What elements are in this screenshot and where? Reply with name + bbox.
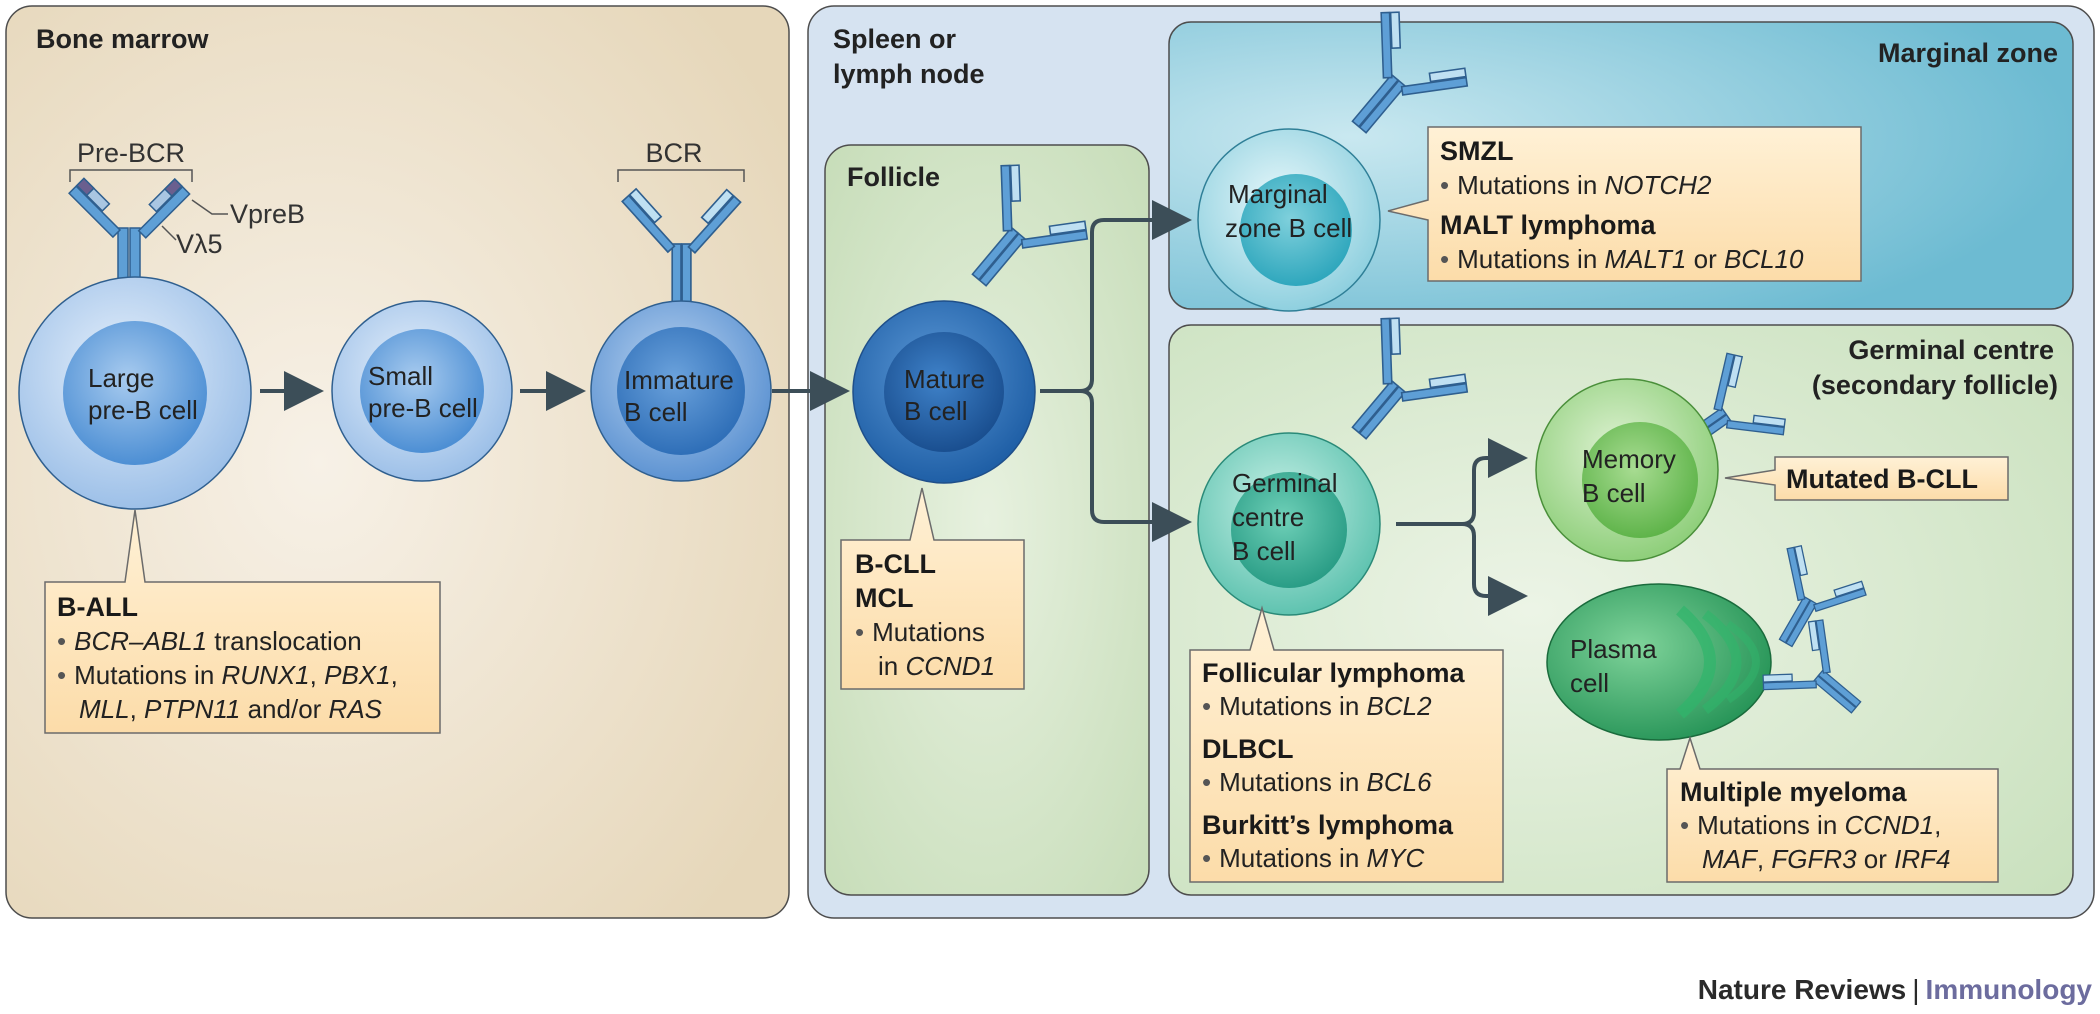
- vl5-label: Vλ5: [176, 229, 223, 259]
- bcll-title: B-CLL: [855, 549, 936, 579]
- bone-marrow-title: Bone marrow: [36, 24, 210, 54]
- small-pre-b-label-1: Small: [368, 361, 433, 391]
- multiple-myeloma-callout: [1666, 735, 1999, 883]
- germinal-centre-b-label-3: B cell: [1232, 536, 1296, 566]
- pre-bcr-receptor-icon: [68, 177, 228, 297]
- marginal-zone-b-label-1: Marginal: [1228, 179, 1328, 209]
- journal-credit: Nature Reviews|Immunology: [1698, 974, 2093, 1005]
- memory-b-label-2: B cell: [1582, 478, 1646, 508]
- plasma-cell: [1546, 583, 1772, 741]
- burkitt-line-1: •Mutations in MYC: [1202, 843, 1425, 873]
- smzl-malt-callout: [1387, 126, 1862, 282]
- spleen-title-line1: Spleen or: [833, 24, 957, 54]
- mutated-bcll-callout: [1724, 456, 2009, 501]
- spleen-title-line2: lymph node: [833, 59, 985, 89]
- dlbcl-line-1: •Mutations in BCL6: [1202, 767, 1432, 797]
- bcr-label: BCR: [645, 138, 702, 168]
- dlbcl-title: DLBCL: [1202, 734, 1293, 764]
- large-pre-b-cell: [18, 276, 252, 510]
- ball-title: B-ALL: [57, 592, 138, 622]
- bcll-mcl-callout: [840, 487, 1025, 690]
- ball-callout: [44, 509, 441, 734]
- germinal-centre-title-line1: Germinal centre: [1848, 335, 2054, 365]
- plasma-label-2: cell: [1570, 668, 1609, 698]
- memory-b-label-1: Memory: [1582, 444, 1676, 474]
- myeloma-title: Multiple myeloma: [1680, 777, 1908, 807]
- malt-line-1: •Mutations in MALT1 or BCL10: [1440, 244, 1804, 274]
- bcll-line-2: in CCND1: [878, 651, 995, 681]
- follicular-line-1: •Mutations in BCL2: [1202, 691, 1432, 721]
- germinal-centre-b-label-1: Germinal: [1232, 468, 1337, 498]
- large-pre-b-label-2: pre-B cell: [88, 395, 198, 425]
- mcl-title: MCL: [855, 583, 913, 613]
- immature-b-label-1: Immature: [624, 365, 734, 395]
- mature-b-label-1: Mature: [904, 364, 985, 394]
- arrow-germinal-to-memory-and-plasma: [1396, 438, 1528, 616]
- bcr-bracket: [617, 169, 745, 182]
- ball-line-3: MLL, PTPN11 and/or RAS: [79, 694, 383, 724]
- mature-b-label-2: B cell: [904, 396, 968, 426]
- marginal-zone-title: Marginal zone: [1878, 38, 2058, 68]
- follicle-title: Follicle: [847, 162, 940, 192]
- myeloma-line-2: MAF, FGFR3 or IRF4: [1702, 844, 1951, 874]
- arrow-mature-to-marginal-and-germinal: [1040, 200, 1192, 542]
- vpreb-label: VpreB: [230, 199, 305, 229]
- small-pre-b-label-2: pre-B cell: [368, 393, 478, 423]
- germinal-centre-title-line2: (secondary follicle): [1812, 370, 2058, 400]
- pre-bcr-label: Pre-BCR: [77, 138, 185, 168]
- follicular-title: Follicular lymphoma: [1202, 658, 1466, 688]
- memory-b-cell: [1535, 378, 1719, 562]
- germinal-centre-b-cell: [1197, 432, 1381, 616]
- follicular-dlbcl-burkitt-callout: [1189, 605, 1504, 883]
- smzl-title: SMZL: [1440, 136, 1514, 166]
- immature-b-label-2: B cell: [624, 397, 688, 427]
- marginal-zone-b-cell: [1197, 128, 1381, 312]
- mature-b-cell: [852, 300, 1036, 484]
- smzl-line-1: •Mutations in NOTCH2: [1440, 170, 1712, 200]
- burkitt-title: Burkitt’s lymphoma: [1202, 810, 1454, 840]
- marginal-zone-b-label-2: zone B cell: [1225, 213, 1352, 243]
- myeloma-line-1: •Mutations in CCND1,: [1680, 810, 1941, 840]
- small-pre-b-cell: [331, 300, 513, 482]
- germinal-centre-b-label-2: centre: [1232, 502, 1304, 532]
- pre-bcr-bracket: [69, 169, 193, 182]
- plasma-label-1: Plasma: [1570, 634, 1657, 664]
- malt-title: MALT lymphoma: [1440, 210, 1656, 240]
- large-pre-b-label-1: Large: [88, 363, 155, 393]
- ball-line-1: •BCR–ABL1 translocation: [57, 626, 362, 656]
- mutated-bcll-title: Mutated B-CLL: [1786, 464, 1978, 494]
- bcll-line-1: •Mutations: [855, 617, 985, 647]
- immature-b-cell: [590, 300, 772, 482]
- ball-line-2: •Mutations in RUNX1, PBX1,: [57, 660, 398, 690]
